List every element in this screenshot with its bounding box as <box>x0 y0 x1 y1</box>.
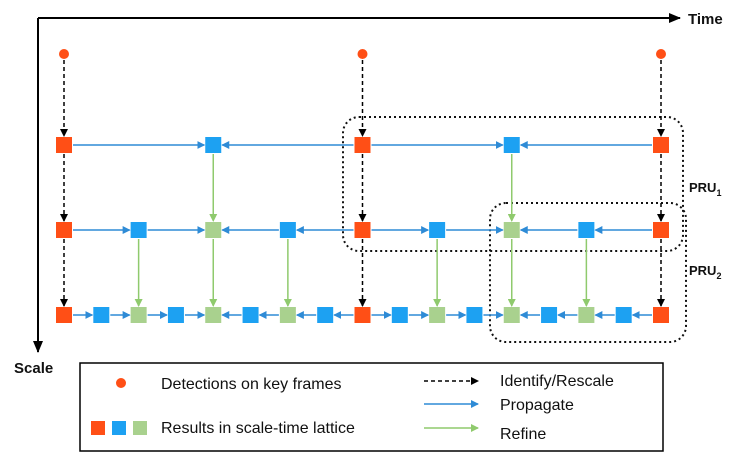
legend-propagate-swatch <box>112 421 126 435</box>
pru2-label: PRU2 <box>689 263 721 281</box>
legend-propagate-label: Propagate <box>500 397 574 414</box>
propagate-node <box>429 222 446 238</box>
propagate-node <box>578 222 595 238</box>
keyframe-node <box>56 307 72 323</box>
pru2-group-box <box>489 202 687 343</box>
refine-node <box>279 307 296 323</box>
propagate-node <box>93 307 110 323</box>
legend-detection-dot <box>116 378 126 388</box>
keyframe-detection-dot <box>656 49 666 59</box>
keyframe-detection-dot <box>59 49 69 59</box>
legend-identify-label: Identify/Rescale <box>500 373 614 390</box>
refine-node <box>205 307 222 323</box>
refine-node <box>503 307 520 323</box>
propagate-node <box>130 222 147 238</box>
keyframe-node <box>354 307 371 323</box>
refine-node <box>503 222 520 238</box>
propagate-node <box>279 222 296 238</box>
lattice-nodes <box>56 49 669 323</box>
propagate-node <box>466 307 483 323</box>
legend-detections-label: Detections on key frames <box>161 376 342 393</box>
propagate-node <box>205 137 222 153</box>
keyframe-detection-dot <box>357 49 368 59</box>
refine-node <box>130 307 147 323</box>
refine-node <box>205 222 222 238</box>
legend-lattice-label: Results in scale-time lattice <box>161 420 355 437</box>
keyframe-node <box>56 137 72 153</box>
keyframe-node <box>354 137 371 153</box>
refine-node <box>429 307 446 323</box>
propagate-node <box>615 307 632 323</box>
propagate-node <box>242 307 259 323</box>
legend-refine-swatch <box>133 421 147 435</box>
scale-axis-label: Scale <box>14 360 53 377</box>
pru1-label: PRU1 <box>689 180 721 198</box>
legend-keyframe-swatch <box>91 421 105 435</box>
keyframe-node <box>56 222 72 238</box>
legend-box <box>79 362 664 452</box>
propagate-node <box>391 307 408 323</box>
refine-node <box>578 307 595 323</box>
propagate-node <box>503 137 520 153</box>
lattice-edges <box>60 60 665 319</box>
propagate-node <box>317 307 334 323</box>
propagate-node <box>167 307 184 323</box>
keyframe-node <box>653 307 669 323</box>
keyframe-node <box>354 222 371 238</box>
time-axis-label: Time <box>688 11 723 28</box>
propagate-node <box>541 307 558 323</box>
legend-refine-label: Refine <box>500 426 546 443</box>
keyframe-node <box>653 137 669 153</box>
keyframe-node <box>653 222 669 238</box>
